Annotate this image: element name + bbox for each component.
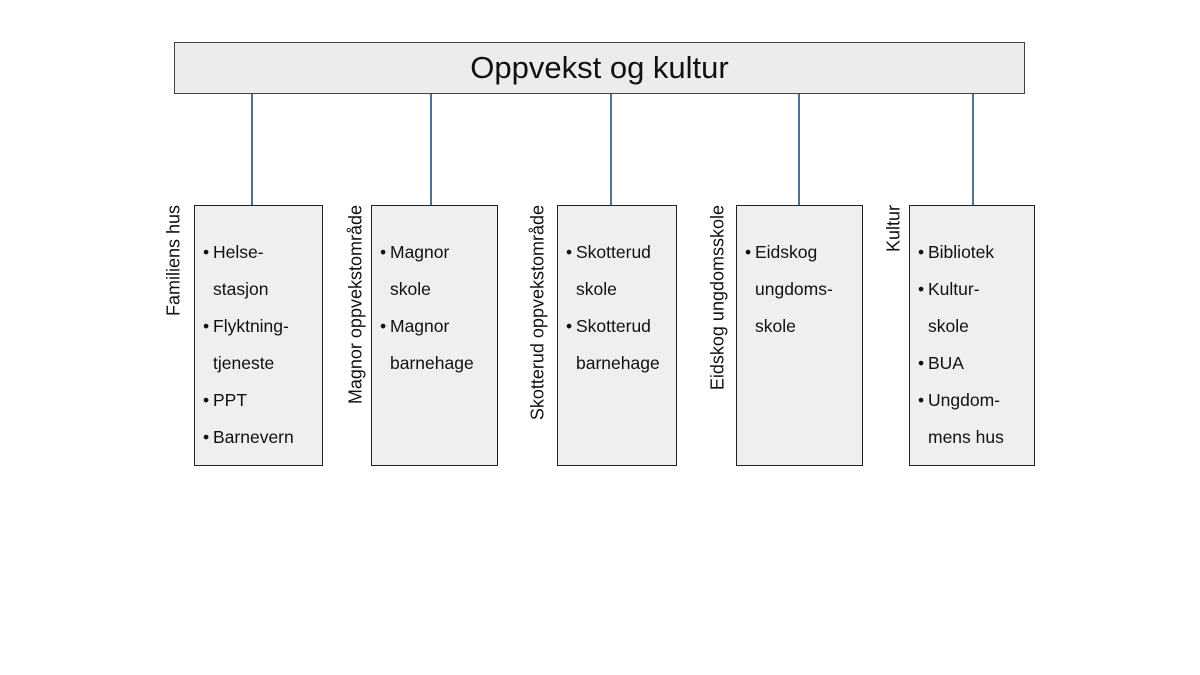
list-item: •BUA (918, 353, 964, 373)
list-item: •Magnor barnehage (380, 316, 474, 373)
unit-box-eidskog: •Eidskog ungdoms- skole (736, 205, 863, 466)
list-item: •Skotterud barnehage (566, 316, 660, 373)
unit-box-magnor: •Magnor skole •Magnor barnehage (371, 205, 498, 466)
list-item: •Skotterud skole (566, 242, 651, 299)
unit-box-familiens-hus: •Helse- stasjon •Flyktning- tjeneste •PP… (194, 205, 323, 466)
list-item: •Kultur- skole (918, 279, 980, 336)
root-title: Oppvekst og kultur (470, 50, 729, 85)
unit-label-kultur: Kultur (881, 205, 907, 466)
unit-label-familiens-hus: Familiens hus (161, 205, 187, 466)
unit-label-skotterud: Skotterud oppvekstområde (525, 205, 551, 466)
list-item: •Flyktning- tjeneste (203, 316, 289, 373)
unit-label-magnor: Magnor oppvekstområde (343, 205, 369, 466)
list-item: •Helse- stasjon (203, 242, 269, 299)
unit-box-skotterud: •Skotterud skole •Skotterud barnehage (557, 205, 677, 466)
unit-name: Magnor oppvekstområde (345, 205, 366, 405)
unit-name: Kultur (883, 205, 904, 253)
list-item: •PPT (203, 390, 248, 410)
root-node: Oppvekst og kultur (174, 42, 1025, 94)
list-item: •Magnor skole (380, 242, 450, 299)
list-item: •Barnevern (203, 427, 294, 447)
unit-box-kultur: •Bibliotek •Kultur- skole •BUA •Ungdom- … (909, 205, 1035, 466)
list-item: •Bibliotek (918, 242, 995, 262)
list-item: •Ungdom- mens hus (918, 390, 1004, 447)
unit-name: Skotterud oppvekstområde (527, 205, 548, 421)
unit-name: Eidskog ungdomsskole (707, 205, 728, 391)
unit-label-eidskog: Eidskog ungdomsskole (705, 205, 731, 466)
unit-name: Familiens hus (163, 205, 184, 317)
list-item: •Eidskog ungdoms- skole (745, 242, 833, 336)
